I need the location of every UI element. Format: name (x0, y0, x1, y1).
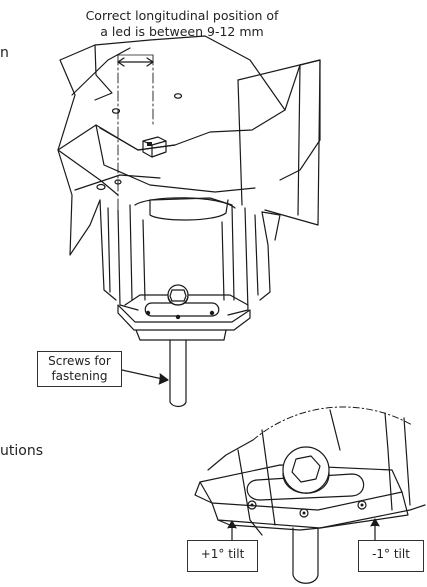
caption-line-1: Correct longitudinal position of (85, 8, 279, 23)
screws-callout: Screws for fastening (37, 351, 122, 387)
tilt-minus-label: -1° tilt (358, 540, 424, 572)
screws-callout-line-2: fastening (51, 369, 108, 383)
position-caption: Correct longitudinal position of a led i… (52, 8, 312, 40)
screws-pointer (121, 369, 169, 385)
screws-callout-line-1: Screws for (48, 354, 111, 368)
clipped-text-fragment: n (0, 45, 9, 61)
magnified-detail (194, 406, 426, 584)
clipped-text-fragment-lower: utions (0, 443, 43, 459)
caption-line-2: a led is between 9-12 mm (100, 24, 264, 39)
tilt-plus-label: +1° tilt (187, 540, 258, 572)
bracket-assembly (57, 35, 321, 408)
